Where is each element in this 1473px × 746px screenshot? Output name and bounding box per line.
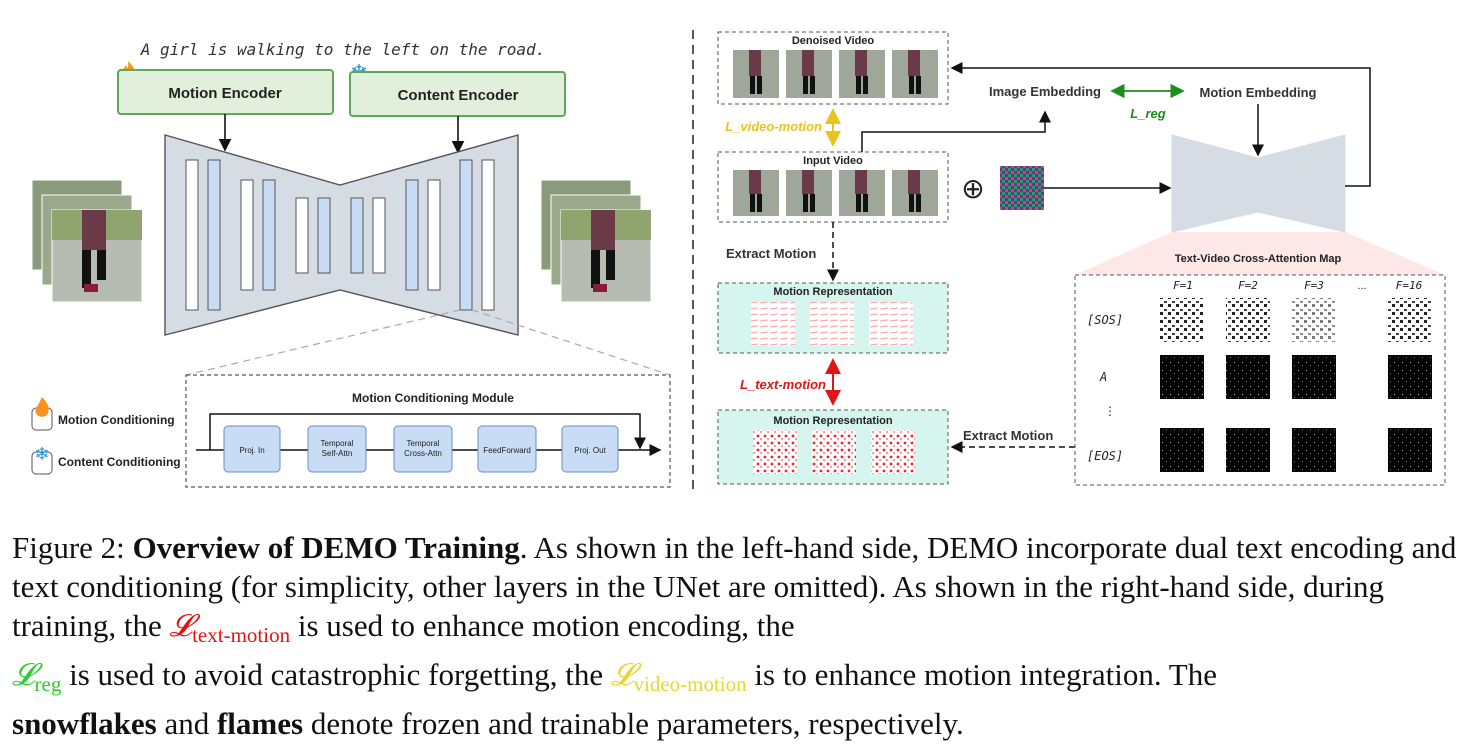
prompt-text: A girl is walking to the left on the roa… (140, 40, 546, 59)
caption-title: Overview of DEMO Training (132, 530, 520, 565)
denoised-frames (733, 50, 938, 98)
frame-header-2: F=2 (1238, 279, 1258, 292)
block-feedforward-label: FeedForward (483, 446, 531, 455)
attention-maps-a (1160, 355, 1432, 399)
loss-text-motion-symbol: 𝓛text-motion (169, 608, 291, 647)
zoom-line-left (185, 309, 461, 376)
row-label-eos: [EOS] (1087, 449, 1123, 463)
motion-representation-label-2: Motion Representation (773, 415, 892, 427)
svg-text:❄: ❄ (34, 444, 49, 464)
block-feedforward (477, 425, 537, 473)
extract-motion-label-2: Extract Motion (963, 428, 1053, 443)
caption-text-1: . As shown in the left-hand side, DEMO i… (12, 530, 1457, 643)
caption-fig-label: Figure 2: (12, 530, 125, 565)
motion-representation-label-1: Motion Representation (773, 286, 892, 298)
legend-motion-label: Motion Conditioning (58, 413, 175, 427)
input-frames (733, 170, 938, 216)
loss-reg-symbol: 𝓛reg (12, 657, 62, 696)
cross-attention-title: Text-Video Cross-Attention Map (1175, 253, 1342, 265)
block-proj-out-label: Proj. Out (574, 446, 606, 455)
motion-representation-maps-2 (753, 430, 915, 474)
unet-to-denoised-arrow (950, 62, 1371, 187)
denoised-video-label: Denoised Video (792, 35, 875, 47)
oplus-symbol: ⊕ (961, 173, 984, 204)
frame-header-1: F=1 (1173, 279, 1193, 292)
block-temporal-cross-attn (393, 425, 453, 473)
figure-caption: Figure 2: Overview of DEMO Training. As … (12, 528, 1462, 743)
input-video-label: Input Video (803, 155, 863, 167)
extract-motion-label-1: Extract Motion (726, 246, 816, 261)
row-label-a: A (1099, 370, 1107, 384)
caption-snowflakes: snowflakes (12, 706, 157, 741)
image-embedding-label: Image Embedding (989, 84, 1101, 99)
loss-video-motion-label: L_video-motion (725, 119, 822, 134)
module-skip-path (209, 413, 646, 450)
caption-text-5: denote frozen and trainable parameters, … (310, 706, 964, 741)
row-label-sos: [SOS] (1087, 313, 1123, 327)
attention-zoom-region (1075, 232, 1445, 275)
noise-latent (1000, 166, 1044, 210)
zoom-line-right (471, 309, 671, 376)
unet-layers (185, 159, 495, 311)
legend-content-conditioning: ❄ (31, 444, 53, 475)
attention-maps-eos (1160, 428, 1432, 472)
output-frames-stack (540, 179, 652, 303)
caption-text-4: is to enhance motion integration. The (754, 657, 1217, 692)
loss-reg-label: L_reg (1130, 106, 1165, 121)
block-proj-out (561, 425, 619, 473)
loss-text-motion-label: L_text-motion (740, 377, 826, 392)
motion-representation-maps-1 (751, 302, 913, 346)
loss-video-motion-symbol: 𝓛video-motion (610, 657, 747, 696)
caption-text-3: is used to avoid catastrophic forgetting… (69, 657, 604, 692)
block-temporal-self-attn (307, 425, 367, 473)
content-encoder-label: Content Encoder (398, 87, 519, 104)
frame-header-ellipsis: ... (1357, 280, 1366, 292)
block-proj-in (223, 425, 281, 473)
input-frames-stack (31, 179, 143, 303)
block-proj-in-label: Proj. In (239, 446, 264, 455)
input-to-image-embedding-arrow (861, 110, 1051, 152)
module-title: Motion Conditioning Module (352, 391, 514, 405)
legend-content-label: Content Conditioning (58, 455, 181, 469)
demo-training-figure: A girl is walking to the left on the roa… (31, 30, 1446, 490)
attention-maps-sos (1160, 298, 1432, 342)
caption-and: and (164, 706, 210, 741)
frame-header-3: F=3 (1304, 279, 1324, 292)
legend-motion-conditioning (31, 397, 53, 431)
frame-header-16: F=16 (1396, 279, 1423, 292)
motion-embedding-label: Motion Embedding (1200, 85, 1317, 100)
caption-text-2: is used to enhance motion encoding, the (297, 608, 795, 643)
caption-flames: flames (216, 706, 304, 741)
row-label-dots: ⋮ (1104, 404, 1116, 418)
motion-encoder-label: Motion Encoder (168, 85, 281, 102)
